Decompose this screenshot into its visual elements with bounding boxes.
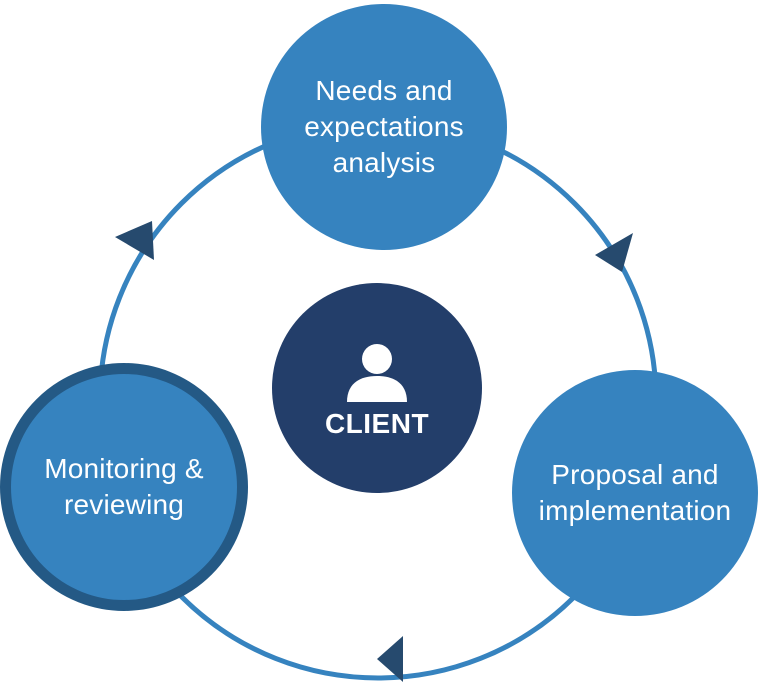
person-icon	[347, 344, 407, 402]
node-proposal-implementation-label: Proposal and implementation	[538, 459, 732, 526]
arrow-right-icon	[595, 233, 633, 272]
arrow-up-icon	[115, 221, 154, 260]
node-monitoring-reviewing-label: Monitoring & reviewing	[44, 453, 204, 520]
node-client-label: CLIENT	[324, 408, 430, 439]
node-proposal-implementation: Proposal and implementation	[512, 370, 758, 616]
node-needs-analysis: Needs and expectations analysis	[261, 4, 507, 250]
node-monitoring-reviewing: Monitoring & reviewing	[0, 363, 248, 611]
arrow-left-icon	[377, 636, 403, 682]
node-client: CLIENT	[272, 283, 482, 493]
node-needs-analysis-label: Needs and expectations analysis	[304, 75, 464, 178]
